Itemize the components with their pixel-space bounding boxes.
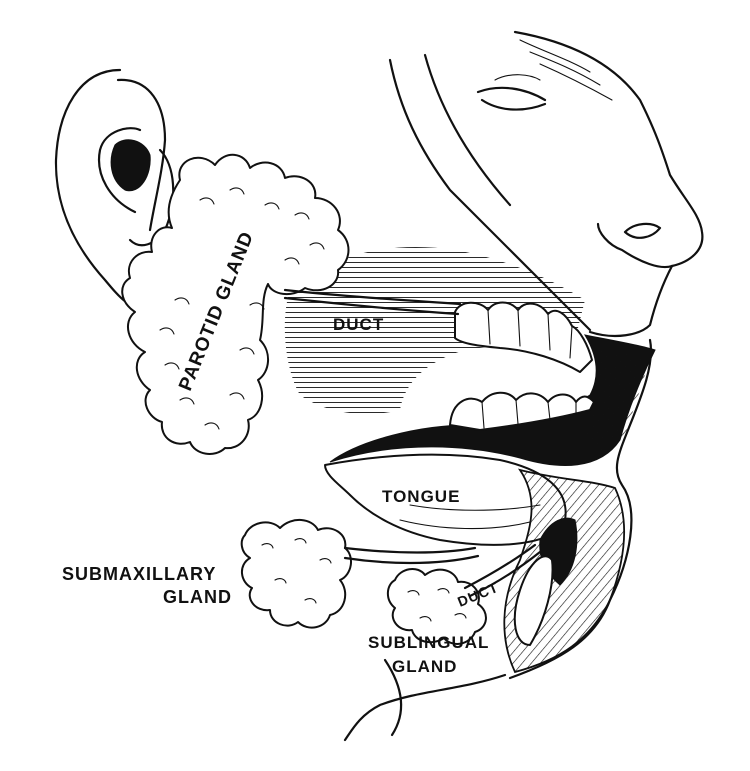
sublingual-label-line2: GLAND <box>392 657 457 676</box>
lower-teeth <box>449 391 595 431</box>
tongue-label: TONGUE <box>382 487 460 506</box>
face-outline <box>343 30 704 742</box>
submaxillary-label-line2: GLAND <box>163 587 232 607</box>
sublingual-gland <box>386 543 542 645</box>
upper-teeth <box>454 301 593 373</box>
sublingual-label-line1: SUBLINGUAL <box>368 633 489 652</box>
submaxillary-label-line1: SUBMAXILLARY <box>62 564 216 584</box>
cheek-hatching <box>284 246 585 415</box>
submaxillary-gland <box>240 519 480 629</box>
parotid-duct <box>283 288 462 316</box>
parotid-gland <box>121 153 350 455</box>
mouth-floor-hatching <box>503 468 625 674</box>
parotid-duct-label: DUCT <box>333 315 384 334</box>
